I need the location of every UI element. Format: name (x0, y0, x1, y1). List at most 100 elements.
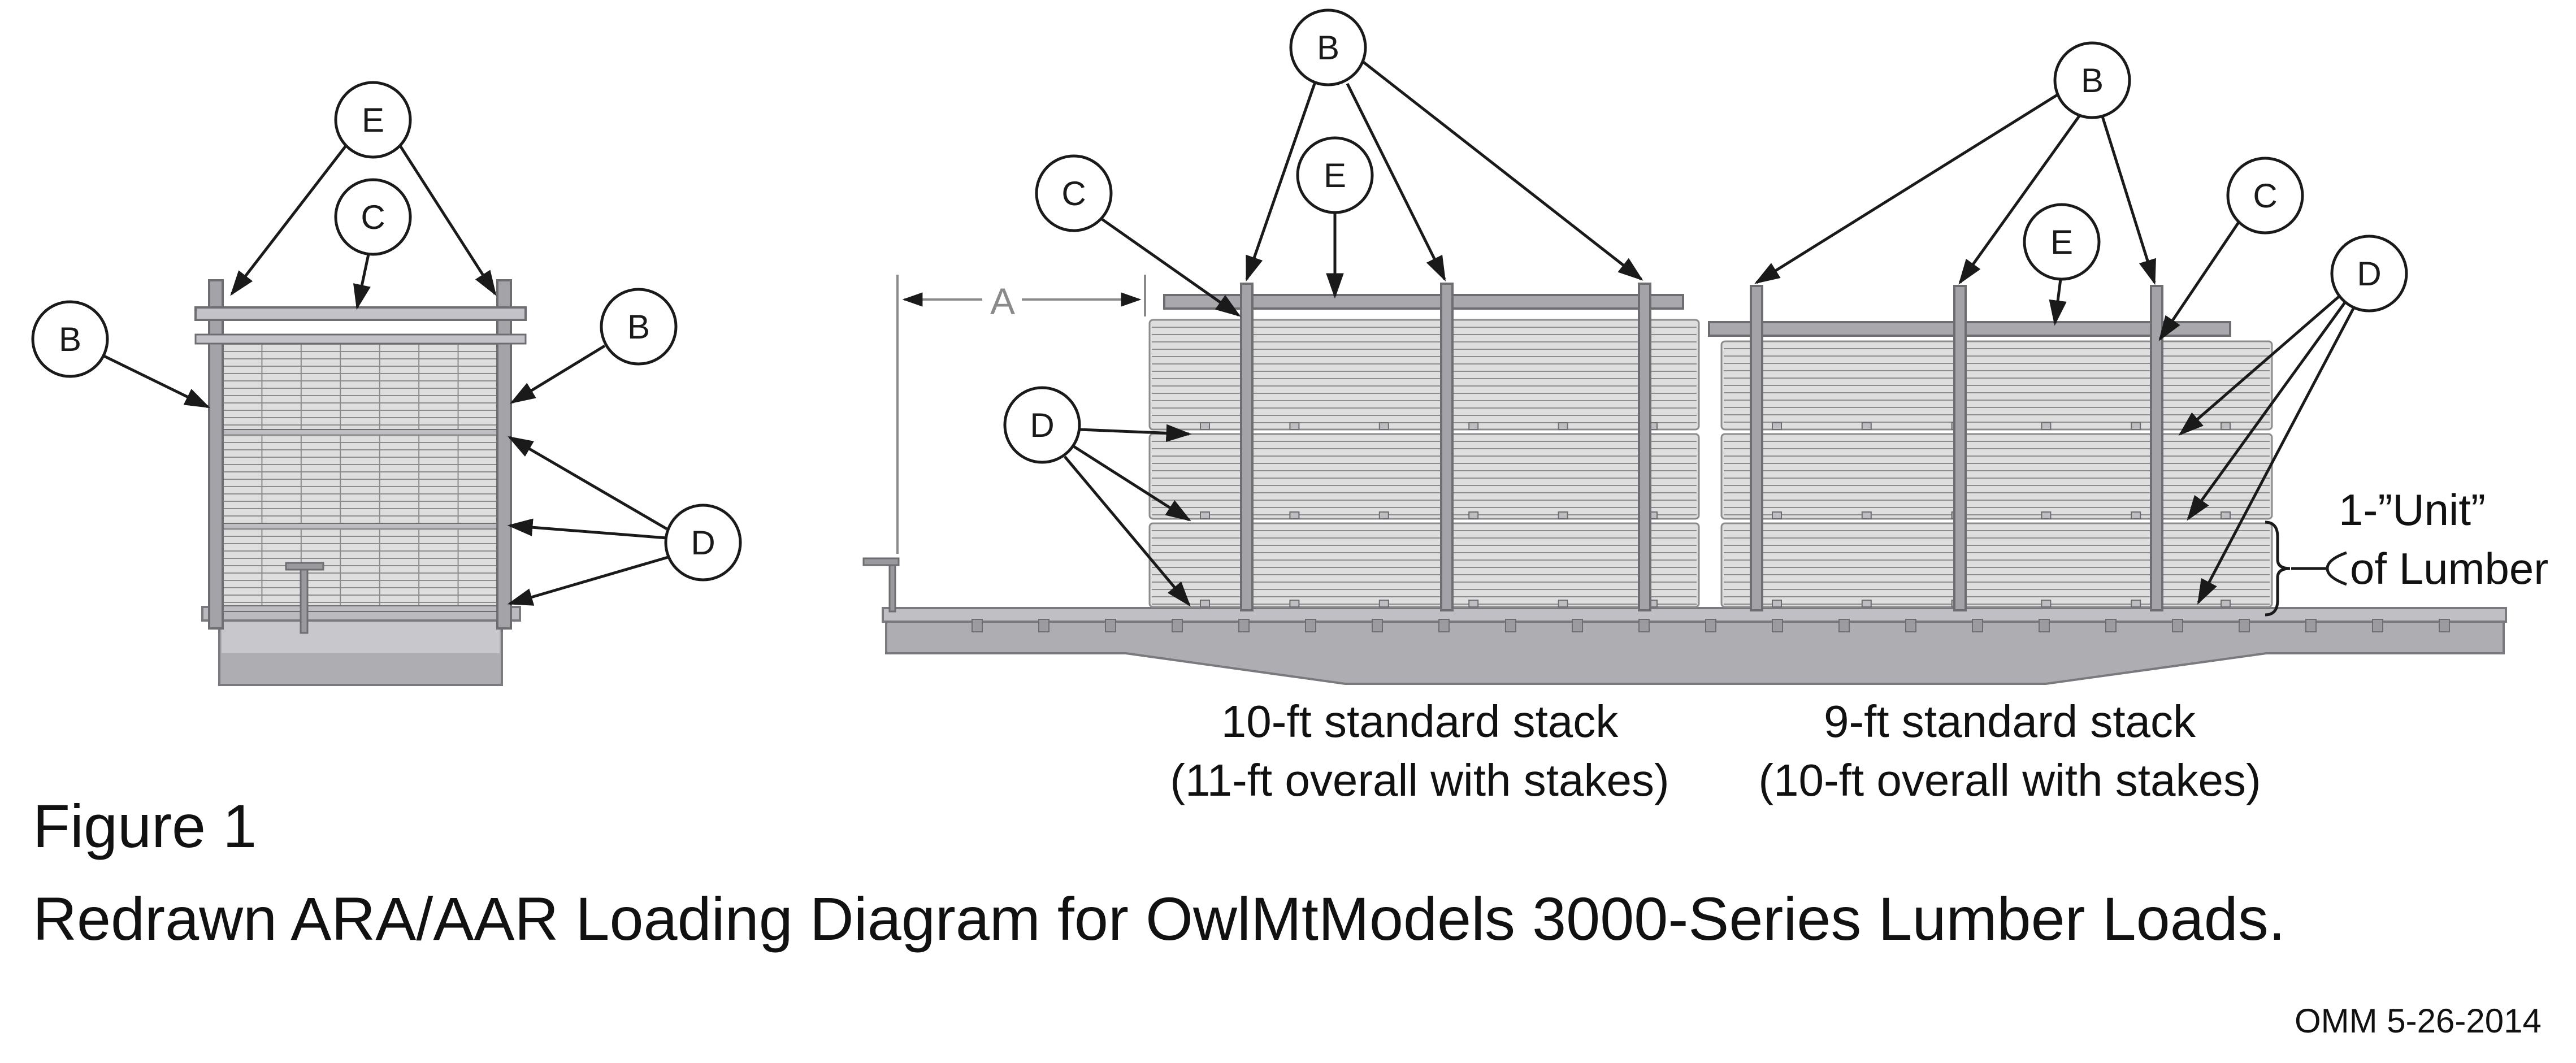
side-stake-5 (1953, 285, 1967, 611)
unit-of-lumber-note: 1-”Unit” of Lumber (2334, 480, 2548, 598)
stack-10ft-dunnage (1200, 511, 1210, 519)
stack-9ft-dunnage (1861, 600, 1872, 608)
end-unit-3 (222, 528, 498, 608)
end-view-brake-shaft (300, 564, 309, 634)
side-view-brake-shaft (888, 559, 896, 613)
stake-pocket (1505, 619, 1516, 632)
stake-pocket (2305, 619, 2317, 632)
stack-9ft-dunnage (2041, 511, 2052, 519)
end-view-lumber-stack (215, 336, 505, 612)
stack-9ft-unit-2 (1720, 433, 2273, 520)
svg-text:B: B (59, 320, 81, 358)
svg-text:E: E (1324, 157, 1346, 194)
stack-9ft-dunnage (1772, 511, 1782, 519)
end-view-top-crossbar (194, 306, 527, 321)
side-view-lumber (1148, 319, 2273, 608)
stake-pocket (1305, 619, 1316, 632)
callout-d-9ft: D (2330, 235, 2408, 313)
leader-line (2187, 301, 2347, 521)
stack-10ft-dunnage (1558, 600, 1568, 608)
side-view-underframe (885, 613, 2505, 685)
leader-line (1101, 218, 1241, 317)
leader-line (1958, 114, 2081, 285)
leader-line (1073, 445, 1191, 522)
leader-line (1245, 83, 1316, 282)
svg-text:D: D (1030, 406, 1054, 444)
leader-line (230, 145, 347, 296)
caption-9ft-stack: 9-ft standard stack (10-ft overall with … (1671, 692, 2349, 810)
svg-text:C: C (1061, 175, 1086, 212)
end-view-car-end-panel (222, 619, 500, 653)
figure-title: Redrawn ARA/AAR Loading Diagram for OwlM… (33, 884, 2286, 953)
dimension-a-label: A (990, 280, 1015, 322)
end-unit-1 (222, 336, 498, 432)
stack-10ft-dunnage (1558, 511, 1568, 519)
end-view-tie-bar (194, 333, 527, 345)
caption-10ft-line2: (11-ft overall with stakes) (1170, 755, 1669, 805)
stack-9ft-dunnage (1772, 422, 1782, 430)
callout-c-end: C (334, 178, 412, 256)
svg-text:B: B (1317, 29, 1339, 67)
stake-pocket (1572, 619, 1583, 632)
side-view-stakes (1240, 283, 2163, 611)
leader-line (1079, 424, 1192, 442)
stack-10ft-dunnage (1200, 600, 1210, 608)
svg-text:E: E (362, 101, 384, 139)
callout-d-10ft: D (1003, 386, 1081, 464)
end-view-stake-right (496, 279, 512, 630)
stake-pocket (2172, 619, 2183, 632)
stack-10ft-dunnage (1289, 422, 1300, 430)
leader-line (2197, 307, 2355, 605)
caption-9ft-line1: 9-ft standard stack (1823, 696, 2196, 747)
stake-pocket (1105, 619, 1116, 632)
stack-10ft-dunnage (1468, 422, 1479, 430)
svg-text:B: B (2081, 62, 2104, 99)
leader-line (1064, 455, 1191, 607)
svg-text:C: C (2253, 177, 2277, 215)
stack-9ft-dunnage (2041, 422, 2052, 430)
end-view-brake-wheel (285, 562, 324, 571)
callout-b-9ft: B (2053, 41, 2131, 119)
stake-pocket (1905, 619, 1916, 632)
svg-text:B: B (627, 308, 650, 346)
stake-pocket (972, 619, 983, 632)
figure-number: Figure 1 (33, 792, 257, 860)
stake-pocket (1372, 619, 1383, 632)
stake-pocket (1705, 619, 1716, 632)
svg-text:D: D (691, 524, 715, 562)
callout-b-end-right: B (600, 288, 678, 366)
stake-pocket (1838, 619, 1850, 632)
callout-c-10ft: C (1035, 154, 1113, 232)
callout-d-end: D (664, 504, 742, 582)
leader-line (398, 145, 497, 296)
stake-pocket (2239, 619, 2250, 632)
stack-9ft-dunnage (2131, 511, 2141, 519)
side-view-stake-pockets (972, 619, 2450, 632)
stack-9ft-dunnage (2221, 422, 2231, 430)
stake-pocket (1238, 619, 1250, 632)
unit-note-line1: 1-”Unit” (2339, 485, 2486, 535)
leader-line (2049, 279, 2067, 326)
side-stake-6 (2150, 285, 2163, 611)
stake-pocket (1038, 619, 1050, 632)
stack-9ft-dunnage (2131, 600, 2141, 608)
stack-10ft-unit-3 (1148, 522, 1700, 608)
svg-text:E: E (2050, 223, 2073, 261)
leader-line (1361, 60, 1643, 281)
leader-line (103, 354, 211, 409)
leader-line (510, 344, 606, 404)
side-stake-4 (1750, 285, 1763, 611)
end-view (194, 279, 527, 686)
stack-9ft-unit-3 (1720, 522, 2273, 608)
caption-9ft-line2: (10-ft overall with stakes) (1758, 755, 2261, 805)
stack-10ft-dunnage (1468, 511, 1479, 519)
caption-10ft-line1: 10-ft standard stack (1221, 696, 1619, 747)
stack-9ft-dunnage (1861, 511, 1872, 519)
leader-line (1754, 93, 2058, 284)
leader-line (507, 518, 667, 540)
callout-bubbles: E C B B D B E C D B E C D (31, 8, 2408, 582)
stake-pocket (2039, 619, 2050, 632)
stack-10ft-dunnage (1378, 422, 1389, 430)
